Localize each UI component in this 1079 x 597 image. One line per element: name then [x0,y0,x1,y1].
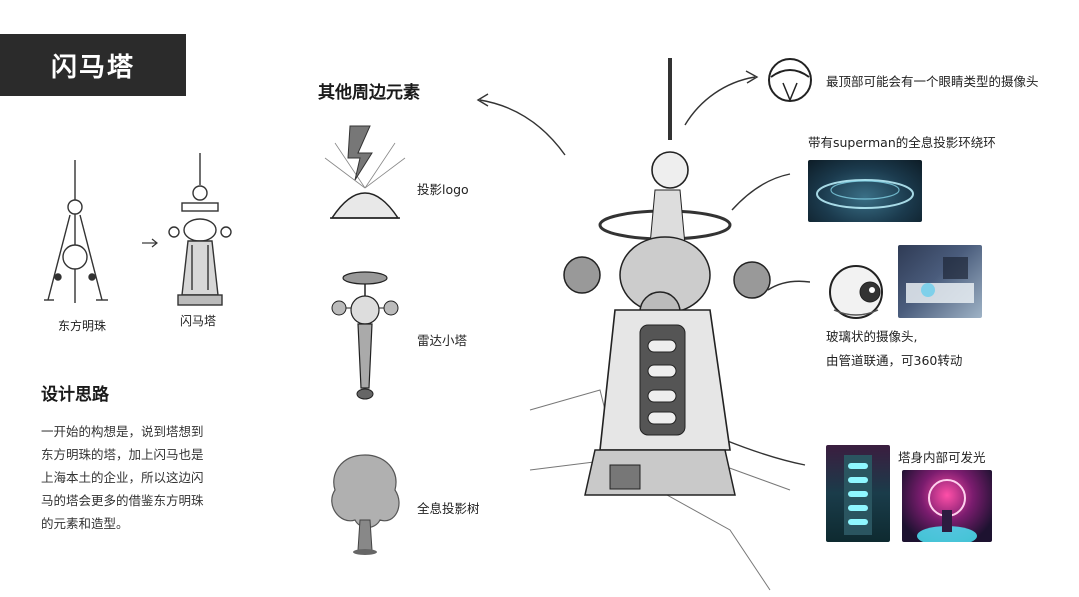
sketch-label-flashhorse: 闪马塔 [180,314,216,328]
projection-logo-label: 投影logo [417,182,469,197]
design-description: 一开始的构想是，说到塔想到 东方明珠的塔，加上闪马也是 上海本土的企业，所以这边… [41,420,251,535]
annotation-camera-line2: 由管道联通，可360转动 [826,353,963,368]
page-title: 闪马塔 [0,34,186,96]
annotation-camera-line1: 玻璃状的摄像头, [826,329,918,344]
design-line: 一开始的构想是，说到塔想到 [41,424,204,439]
annotation-hologram-ring: 带有superman的全息投影环绕环 [808,135,996,150]
hologram-tree-label: 全息投影树 [417,501,480,516]
design-line: 上海本土的企业，所以这边闪 [41,470,204,485]
glowing-tower-image-1 [826,445,890,542]
projection-logo-icon [324,125,406,219]
tower-sketches: 东方明珠 闪马塔 [44,153,232,333]
radar-tower-label: 雷达小塔 [417,333,468,348]
annotation-glow: 塔身内部可发光 [898,450,986,465]
radar-tower-icon [331,271,399,400]
eye-camera-icon [768,58,812,102]
peripheral-heading: 其他周边元素 [318,83,420,103]
sketch-label-oriental-pearl: 东方明珠 [58,318,106,333]
oriental-pearl-sketch [44,160,108,303]
design-line: 马的塔会更多的借鉴东方明珠 [41,493,204,508]
design-heading: 设计思路 [41,385,109,405]
main-tower-sketch [476,58,810,591]
annotation-top-camera: 最顶部可能会有一个眼睛类型的摄像头 [826,74,1039,89]
hologram-ring-image [808,160,922,222]
sketch-arrow-icon [142,238,158,248]
flashhorse-tower-sketch [168,153,232,306]
glass-camera-icon [829,265,883,319]
hologram-tree-icon [331,454,400,555]
glass-camera-image [898,245,982,318]
design-line: 东方明珠的塔，加上闪马也是 [41,447,204,462]
glowing-tower-image-2 [902,470,992,542]
design-line: 的元素和造型。 [41,516,129,531]
